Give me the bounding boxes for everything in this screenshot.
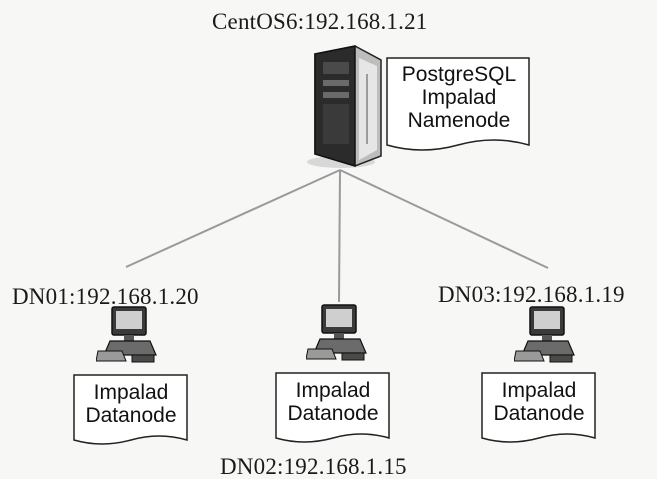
link-dn03 — [339, 169, 549, 269]
role-line: Datanode — [85, 404, 177, 427]
role-line: Impalad — [295, 379, 371, 402]
role-line: Namenode — [407, 109, 511, 132]
workstation-icon — [305, 301, 370, 370]
role-line: PostgreSQL — [401, 63, 517, 86]
dn03-role-note — [481, 372, 597, 453]
dn03-label: DN03:192.168.1.19 — [438, 282, 625, 307]
role-line: Datanode — [493, 402, 585, 425]
role-line: Impalad — [93, 381, 169, 404]
dn02-label: DN02:192.168.1.15 — [220, 454, 407, 479]
master-roles: PostgreSQL Impalad Namenode — [386, 63, 532, 132]
link-dn01 — [125, 169, 341, 268]
workstation-icon — [513, 303, 578, 372]
dn03-roles: Impalad Datanode — [481, 379, 597, 425]
role-line: Impalad — [421, 86, 497, 109]
role-line: Datanode — [287, 402, 379, 425]
master-role-note — [386, 57, 532, 160]
dn02-roles: Impalad Datanode — [275, 379, 391, 425]
dn02-role-note — [275, 372, 391, 453]
server-tower-icon — [297, 44, 385, 175]
master-label: CentOS6:192.168.1.21 — [212, 9, 428, 34]
role-line: Impalad — [501, 379, 577, 402]
workstation-icon — [95, 303, 160, 372]
dn01-label: DN01:192.168.1.20 — [12, 284, 199, 309]
dn01-role-note — [73, 374, 189, 455]
dn01-roles: Impalad Datanode — [73, 381, 189, 427]
link-dn02 — [338, 169, 341, 303]
